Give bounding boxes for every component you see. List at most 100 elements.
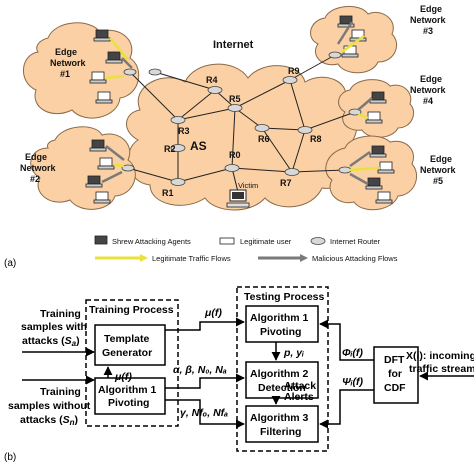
- dft-cdf-box: [373, 346, 419, 404]
- alg1-train-l2: Pivoting: [108, 397, 149, 409]
- router-r3: [170, 116, 186, 124]
- svg-text:Network: Network: [410, 85, 447, 95]
- routers: [121, 51, 362, 186]
- host-computers: [85, 15, 395, 204]
- arrow-dft-psi: [319, 389, 374, 429]
- alg1-pivoting-test-box: [245, 305, 319, 343]
- arrow-alg1-train-to-alg3: [165, 399, 245, 429]
- dft-l2: for: [388, 368, 402, 380]
- as-label: AS: [190, 139, 207, 153]
- router-label-r1: R1: [162, 188, 174, 198]
- svg-text:Network: Network: [20, 163, 57, 173]
- alg1-train-l1: Algorithm 1: [98, 384, 156, 396]
- svg-text:#2: #2: [30, 174, 40, 184]
- alg1-test-l2: Pivoting: [260, 326, 301, 338]
- alg3-l1: Algorithm 3: [250, 412, 308, 424]
- edge-network-4-label: Edge Network #4: [410, 74, 447, 106]
- legit-user-icon: [219, 237, 235, 245]
- alg2-detection-box: [245, 361, 319, 399]
- svg-text:Internet Router: Internet Router: [330, 237, 381, 246]
- training-with-attacks-label: Training samples with attacks (Sa): [21, 308, 87, 348]
- svg-text:#1: #1: [60, 69, 70, 79]
- label-p-y: p, yᵢ: [283, 347, 304, 359]
- caption-a: (a): [4, 258, 16, 269]
- template-generator-l1: Template: [104, 333, 149, 345]
- edge-network-5-label: Edge Network #5: [420, 154, 457, 186]
- input-label-1: X(i): incoming: [406, 350, 474, 362]
- legend: Shrew Attacking Agents Legitimate user I…: [94, 235, 398, 263]
- alg3-l2: Filtering: [260, 426, 301, 438]
- router-r7: [284, 168, 300, 176]
- svg-text:Training: Training: [40, 386, 81, 398]
- alg2-l2: Detection: [258, 382, 306, 394]
- victim-computer-icon: [226, 189, 250, 208]
- caption-b: (b): [4, 452, 16, 463]
- training-without-attacks-label: Training samples without attacks (Sn): [8, 386, 91, 427]
- template-generator-box: [94, 324, 166, 366]
- router-label-r4: R4: [206, 75, 218, 85]
- router-r2: [170, 144, 186, 152]
- svg-text:Edge: Edge: [420, 74, 442, 84]
- svg-text:Network: Network: [420, 165, 457, 175]
- svg-text:attacks (Sn): attacks (Sn): [20, 414, 78, 427]
- svg-text:Edge: Edge: [55, 47, 77, 57]
- router-label-r5: R5: [229, 94, 241, 104]
- svg-text:#4: #4: [423, 96, 433, 106]
- router-label-r8: R8: [310, 134, 322, 144]
- arrow-dft-phi: [319, 319, 374, 361]
- edge-network-2-label: Edge Network #2: [20, 152, 57, 184]
- label-gamma: γ, Nfₒ, Nfₐ: [180, 407, 228, 419]
- alg2-l1: Algorithm 2: [250, 368, 308, 380]
- template-generator-l2: Generator: [102, 347, 152, 359]
- svg-text:Shrew Attacking Agents: Shrew Attacking Agents: [112, 237, 191, 246]
- router-label-r9: R9: [288, 66, 300, 76]
- label-alpha-beta: α, β, N₀, Nₐ: [173, 364, 227, 376]
- alg1-test-l1: Algorithm 1: [250, 312, 308, 324]
- label-phi: Φᵢ(f): [342, 347, 363, 359]
- svg-text:Network: Network: [50, 58, 87, 68]
- router-label-r6: R6: [258, 134, 270, 144]
- internet-title: Internet: [213, 39, 254, 51]
- router-r0: [224, 164, 240, 172]
- svg-text:#5: #5: [433, 176, 443, 186]
- edge-network-3-label: Edge Network #3: [410, 4, 447, 36]
- router-r8: [297, 126, 313, 134]
- router-r6: [254, 124, 270, 132]
- testing-process-title: Testing Process: [244, 291, 324, 303]
- svg-text:Edge: Edge: [430, 154, 452, 164]
- router-label-r7: R7: [280, 178, 292, 188]
- label-mu-top: μ(f): [204, 307, 222, 319]
- edge-cloud-5: [325, 135, 417, 211]
- svg-text:Training: Training: [40, 308, 81, 320]
- label-psi: Ψᵢ(f): [342, 376, 363, 388]
- router-legend-icon: [310, 237, 326, 245]
- svg-text:samples without: samples without: [8, 400, 91, 412]
- svg-text:Edge: Edge: [420, 4, 442, 14]
- label-mu-mid: μ(f): [114, 371, 132, 383]
- edge-cloud-4: [338, 79, 414, 138]
- training-process-box: [85, 299, 179, 427]
- edge-cloud-1: [23, 22, 140, 119]
- dft-l1: DFT: [384, 354, 405, 366]
- arrow-alg1-train-to-alg2: [165, 373, 245, 389]
- edge-network-1-label: Edge Network #1: [50, 47, 87, 79]
- testing-process-box: [236, 286, 329, 452]
- router-r5: [227, 104, 243, 112]
- alg3-filtering-box: [245, 405, 319, 443]
- svg-text:Malicious Attacking Flows: Malicious Attacking Flows: [312, 254, 398, 263]
- svg-text:#3: #3: [423, 26, 433, 36]
- router-r9: [282, 76, 298, 84]
- shrew-agent-icon: [94, 235, 108, 245]
- svg-text:attacks (Sa): attacks (Sa): [22, 335, 80, 348]
- router-label-r0: R0: [229, 150, 241, 160]
- router-label-r3: R3: [178, 126, 190, 136]
- router-r4: [207, 86, 223, 94]
- svg-text:Legitimate Traffic Flows: Legitimate Traffic Flows: [152, 254, 231, 263]
- router-r1: [170, 178, 186, 186]
- dft-l3: CDF: [384, 382, 406, 394]
- svg-text:Network: Network: [410, 15, 447, 25]
- alg1-pivoting-train-box: [94, 377, 166, 415]
- victim-label: Victim: [238, 181, 258, 190]
- router-label-r2: R2: [164, 144, 176, 154]
